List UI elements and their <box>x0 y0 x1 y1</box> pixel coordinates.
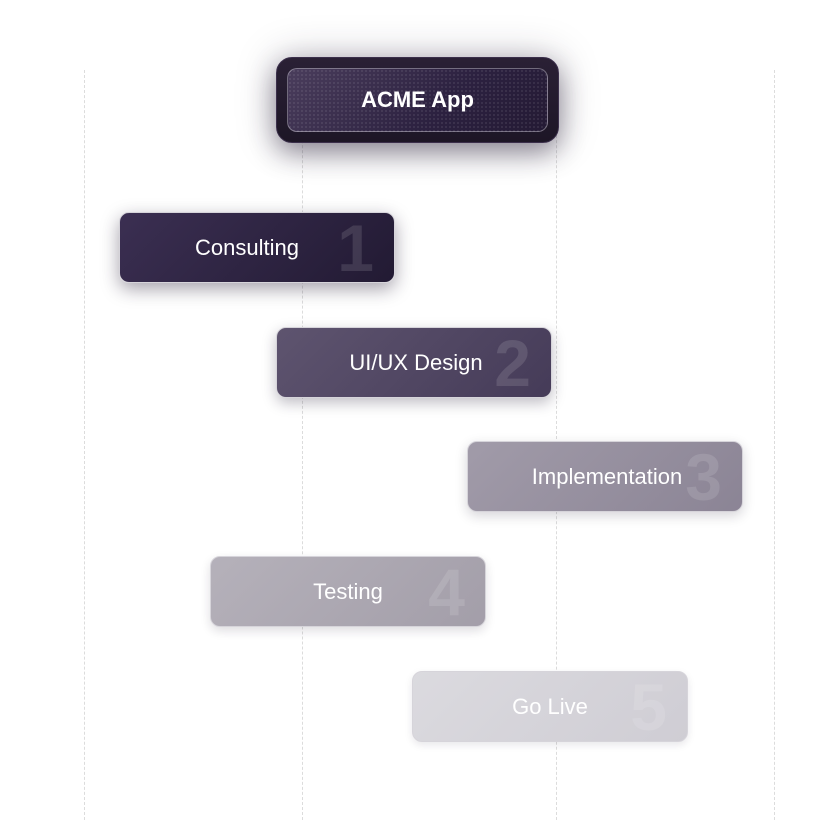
step-label: Go Live <box>512 693 588 719</box>
step-card-testing: 4 Testing <box>210 556 486 627</box>
title-card-inner <box>287 68 548 132</box>
step-label: Implementation <box>531 463 683 489</box>
step-number: 3 <box>685 441 722 512</box>
title-card: ACME App <box>276 57 559 143</box>
guide-line-2 <box>302 70 303 820</box>
title-label: ACME App <box>361 87 474 112</box>
step-number: 5 <box>630 671 667 742</box>
step-card-go-live: 5 Go Live <box>412 671 688 742</box>
step-label: Consulting <box>195 234 299 260</box>
step-number: 2 <box>494 327 531 398</box>
step-card-implementation: 3 Implementation <box>467 441 743 512</box>
step-label: UI/UX Design <box>349 349 483 375</box>
guide-line-1 <box>84 70 85 820</box>
step-number: 4 <box>428 556 465 627</box>
step-card-ui-ux-design: 2 UI/UX Design <box>276 327 552 398</box>
step-card-consulting: 1 Consulting <box>119 212 395 283</box>
step-label: Testing <box>313 578 383 604</box>
guide-line-4 <box>774 70 775 820</box>
step-number: 1 <box>337 212 374 283</box>
